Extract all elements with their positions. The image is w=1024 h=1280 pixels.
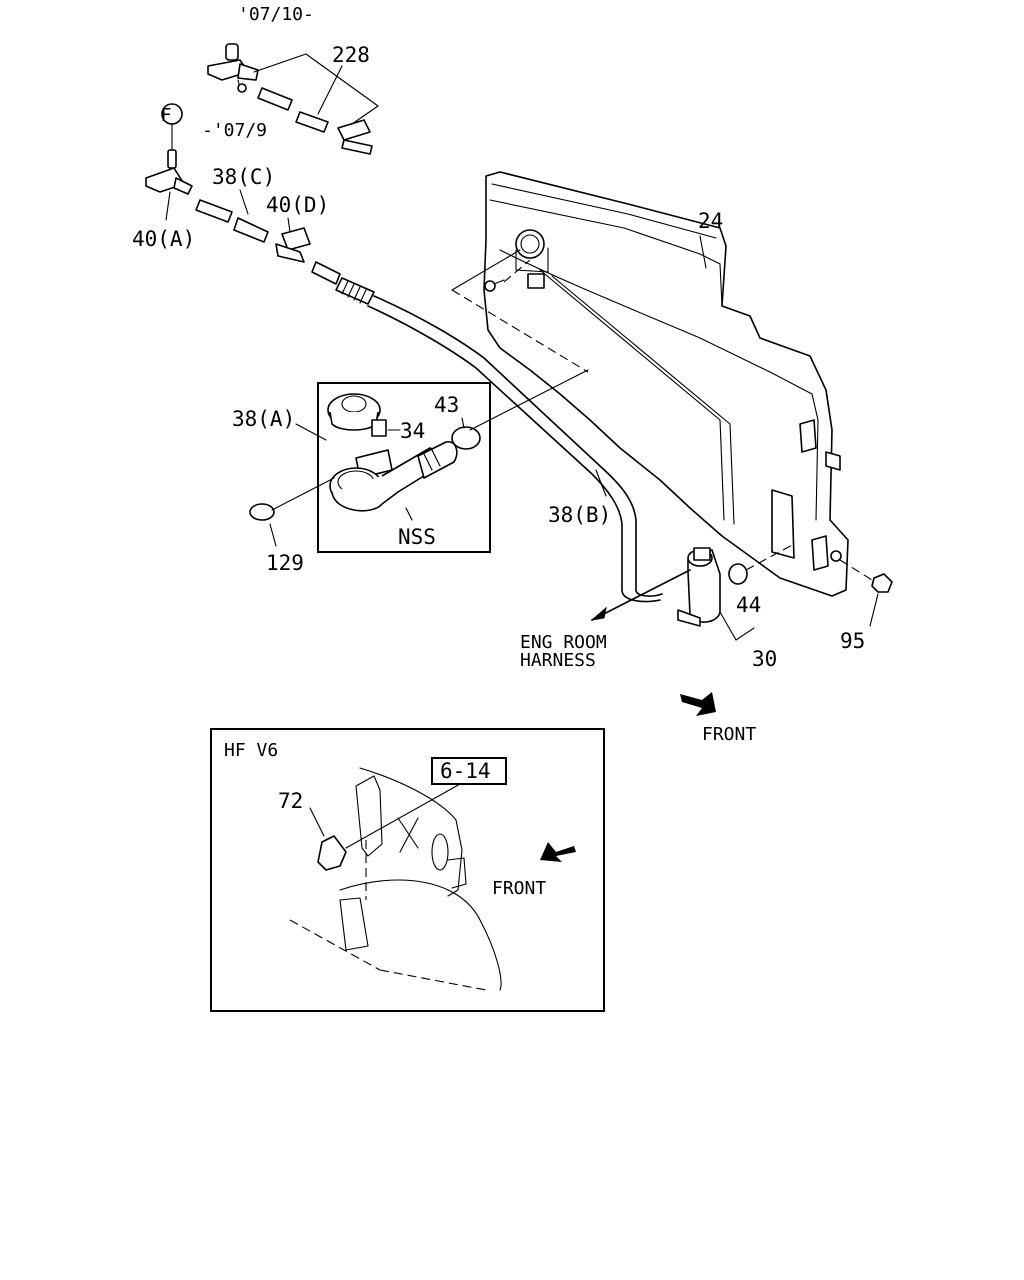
label-part-34: 34 [400,419,425,443]
washer-tank [451,171,849,597]
label-date-to: -'07/9 [202,120,267,141]
label-harness: HARNESS [520,650,596,671]
label-part-72: 72 [278,789,303,813]
label-nss: NSS [398,525,436,549]
label-part-38c: 38(C) [212,165,275,189]
washer-pump [590,543,893,641]
label-ref-6-14: 6-14 [440,759,491,783]
filler-neck-box [249,369,589,553]
inset-hf-v6 [210,728,605,1012]
label-part-228: 228 [332,43,370,67]
label-part-30: 30 [752,647,777,671]
label-part-24: 24 [698,209,723,233]
label-part-44: 44 [736,593,761,617]
label-part-129: 129 [266,551,304,575]
label-eng-room: ENG ROOM [520,632,607,653]
label-part-95: 95 [840,629,865,653]
label-part-38b: 38(B) [548,503,611,527]
label-date-from: '07/10- [238,4,314,25]
hose-38b [367,295,663,603]
front-arrow-main [680,692,716,716]
label-part-40d: 40(D) [266,193,329,217]
label-f-circle: F [161,105,172,126]
label-part-38a: 38(A) [232,407,295,431]
label-front-main: FRONT [702,724,756,745]
label-front-inset: FRONT [492,878,546,899]
label-part-43: 43 [434,393,459,417]
label-inset-title: HF V6 [224,740,278,761]
nozzle-assembly-07-9 [145,103,375,305]
label-part-40a: 40(A) [132,227,195,251]
nozzle-assembly-07-10 [207,43,379,155]
